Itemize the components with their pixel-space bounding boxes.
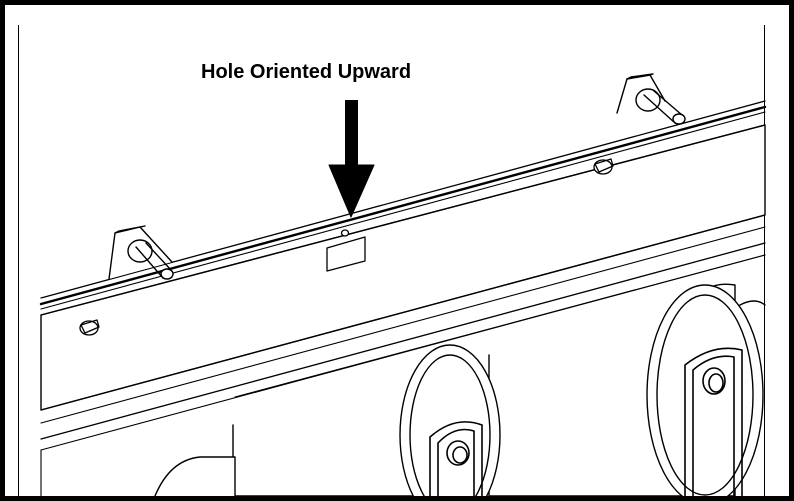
beam-lower-edge-1 <box>40 214 766 411</box>
arrow-head <box>328 164 375 218</box>
clevis-center-pin-inner <box>452 446 468 464</box>
mount-left-pin-end <box>160 268 174 280</box>
beam-bolts <box>79 158 614 336</box>
assembly-drawing <box>39 73 767 496</box>
label-plate <box>326 229 366 272</box>
clevis-right-pin-inner <box>708 373 724 393</box>
clevis-center-outer <box>429 421 483 496</box>
roller-left-body <box>154 456 236 496</box>
bolt-right-head <box>594 158 614 173</box>
plate-hole <box>340 229 350 237</box>
rail-line-1 <box>40 100 766 299</box>
callout-arrow <box>328 100 375 218</box>
beam-lower-edge-2 <box>40 226 766 424</box>
clevis-right-inner <box>692 355 735 496</box>
callout-label: Hole Oriented Upward <box>201 61 412 83</box>
clevis-right-pin <box>702 367 726 395</box>
mount-left-pin <box>135 242 172 279</box>
clevis-right-outer <box>684 347 743 496</box>
roller-center-face-inner <box>409 354 491 496</box>
mount-right-plate-side <box>626 73 654 80</box>
mount-right-pin <box>643 90 683 124</box>
pin-mounts <box>108 73 686 280</box>
roller-far-right <box>739 300 766 306</box>
roller-right-face-inner <box>656 294 754 496</box>
bolt-left-head <box>80 319 100 334</box>
clevis-brackets <box>429 347 743 496</box>
mount-right-boss <box>635 88 661 112</box>
roller-right-face <box>646 284 764 496</box>
mount-right-pin-end <box>672 113 686 125</box>
frame-line-2 <box>234 254 766 398</box>
mount-left-plate-side <box>114 225 146 234</box>
roller-center-face <box>399 344 501 496</box>
plate-rect <box>326 236 366 272</box>
arrow-shaft <box>345 100 358 166</box>
beam-lower-edge-3 <box>40 242 766 440</box>
main-beam <box>39 100 767 496</box>
clevis-center-pin <box>446 440 470 466</box>
clevis-center-inner <box>437 428 475 496</box>
rail-line-4 <box>40 124 766 316</box>
